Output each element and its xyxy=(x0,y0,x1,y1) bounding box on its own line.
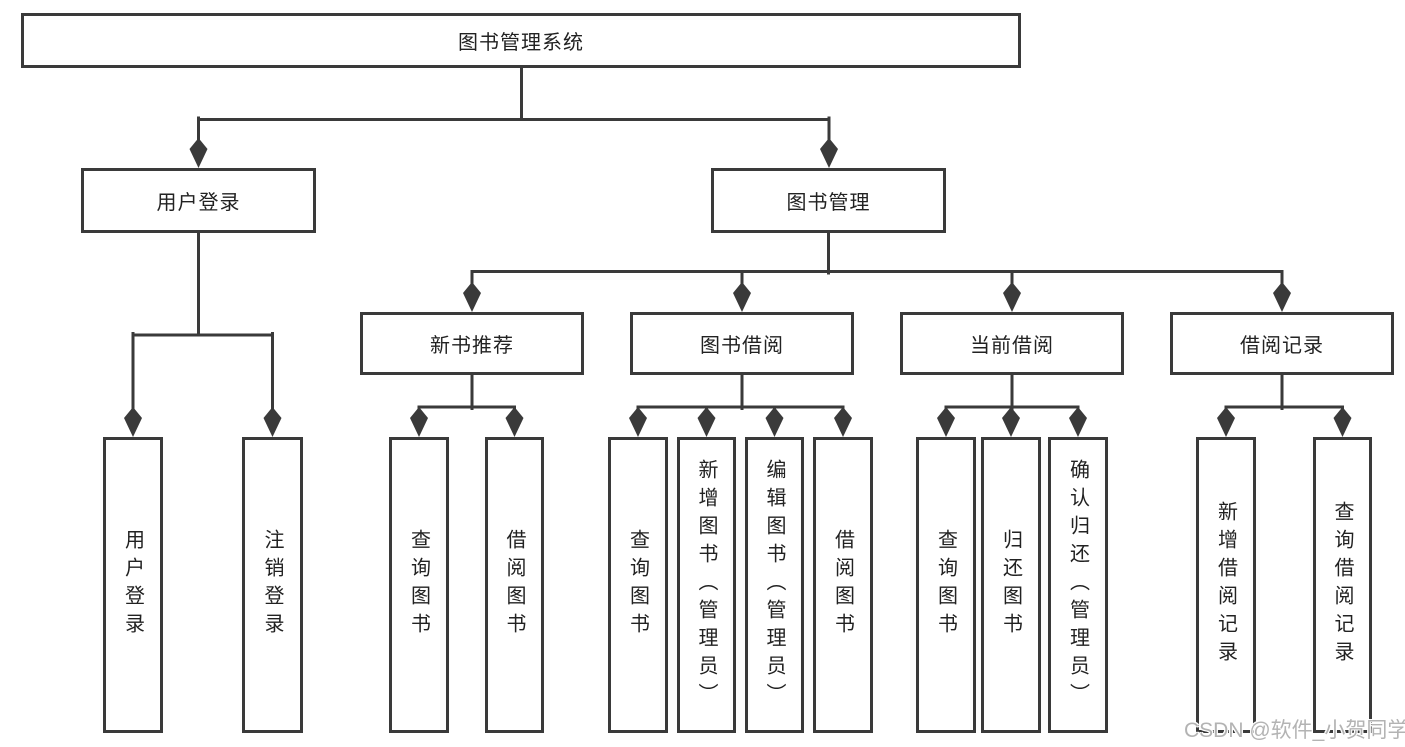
leaf-records-add-record: 新增借阅记录 xyxy=(1196,437,1256,733)
arrowhead-icon xyxy=(629,407,647,437)
leaf-user-login: 用户登录 xyxy=(103,437,163,733)
leaf-current-query-books-label: 查询图书 xyxy=(934,529,957,641)
arrowhead-icon xyxy=(189,138,208,168)
leaf-borrowing-query-books-label: 查询图书 xyxy=(626,529,649,641)
arrowhead-icon xyxy=(937,407,955,437)
node-book-borrowing-label: 图书借阅 xyxy=(700,335,784,357)
arrowhead-icon xyxy=(1333,407,1352,437)
node-book-management-label: 图书管理 xyxy=(786,192,871,214)
arrowhead-icon xyxy=(1003,282,1021,312)
arrowhead-icon xyxy=(463,282,481,312)
leaf-newbooks-borrow-books-label: 借阅图书 xyxy=(503,529,525,641)
arrowhead-icon xyxy=(505,407,524,437)
leaf-borrowing-edit-books-admin-label: 编辑图书（管理员） xyxy=(763,459,785,711)
leaf-current-return-books-label: 归还图书 xyxy=(999,529,1022,641)
leaf-records-query-record-label: 查询借阅记录 xyxy=(1331,501,1353,669)
arrowheads xyxy=(124,138,1352,437)
node-borrowing-records: 借阅记录 xyxy=(1170,312,1394,375)
arrowhead-icon xyxy=(124,407,142,437)
node-current-borrowing: 当前借阅 xyxy=(900,312,1124,375)
arrowhead-icon xyxy=(1069,407,1087,437)
leaf-logout-label: 注销登录 xyxy=(261,529,283,641)
watermark-text: CSDN @软件_小贺同学 xyxy=(1184,719,1405,742)
arrowhead-icon xyxy=(410,407,428,437)
node-new-book-recommend: 新书推荐 xyxy=(360,312,584,375)
node-user-login-label: 用户登录 xyxy=(156,192,241,214)
arrowhead-icon xyxy=(1002,407,1020,437)
leaf-newbooks-query-books: 查询图书 xyxy=(389,437,449,733)
node-new-book-recommend-label: 新书推荐 xyxy=(430,335,514,357)
node-root: 图书管理系统 xyxy=(21,13,1021,68)
leaf-newbooks-borrow-books: 借阅图书 xyxy=(485,437,544,733)
leaf-current-return-books: 归还图书 xyxy=(981,437,1041,733)
leaf-current-confirm-return-admin: 确认归还（管理员） xyxy=(1048,437,1108,733)
leaf-logout: 注销登录 xyxy=(242,437,303,733)
leaf-borrowing-borrow-books: 借阅图书 xyxy=(813,437,873,733)
node-book-borrowing: 图书借阅 xyxy=(630,312,854,375)
arrowhead-icon xyxy=(820,138,838,168)
arrowhead-icon xyxy=(733,282,751,312)
arrowhead-icon xyxy=(765,407,784,437)
node-book-management: 图书管理 xyxy=(711,168,946,233)
node-user-login: 用户登录 xyxy=(81,168,316,233)
leaf-current-confirm-return-admin-label: 确认归还（管理员） xyxy=(1066,459,1089,711)
node-current-borrowing-label: 当前借阅 xyxy=(970,335,1054,357)
arrowhead-icon xyxy=(1273,282,1291,312)
leaf-current-query-books: 查询图书 xyxy=(916,437,976,733)
leaf-borrowing-borrow-books-label: 借阅图书 xyxy=(831,529,854,641)
leaf-records-query-record: 查询借阅记录 xyxy=(1313,437,1372,733)
leaf-records-add-record-label: 新增借阅记录 xyxy=(1214,501,1237,669)
arrowhead-icon xyxy=(697,407,716,437)
leaf-borrowing-query-books: 查询图书 xyxy=(608,437,668,733)
arrowhead-icon xyxy=(1217,407,1235,437)
leaf-user-login-label: 用户登录 xyxy=(121,529,144,641)
leaf-borrowing-add-books-admin: 新增图书（管理员） xyxy=(677,437,736,733)
node-root-label: 图书管理系统 xyxy=(458,32,584,54)
node-borrowing-records-label: 借阅记录 xyxy=(1240,335,1324,357)
leaf-borrowing-add-books-admin-label: 新增图书（管理员） xyxy=(695,459,717,711)
leaf-newbooks-query-books-label: 查询图书 xyxy=(407,529,430,641)
arrowhead-icon xyxy=(263,407,282,437)
leaf-borrowing-edit-books-admin: 编辑图书（管理员） xyxy=(745,437,804,733)
arrowhead-icon xyxy=(834,407,852,437)
